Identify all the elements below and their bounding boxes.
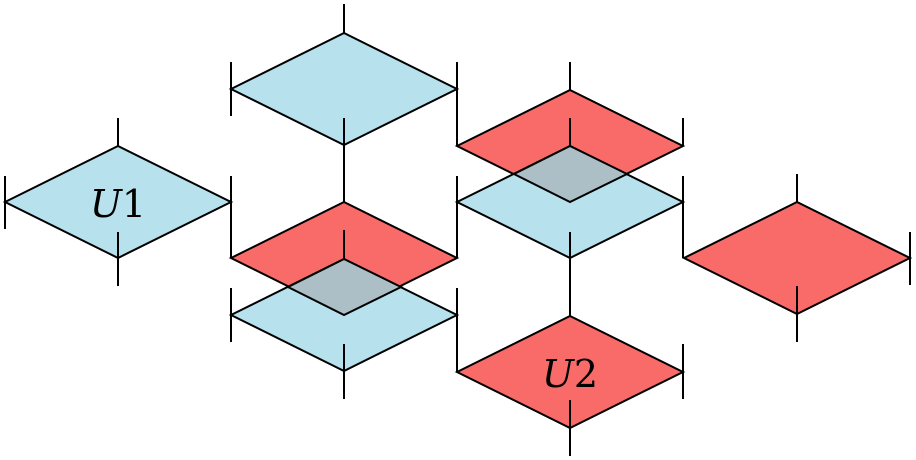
label-u1: U1 [90, 182, 146, 226]
label-u2-number: 2 [574, 352, 598, 396]
overlap-tile-center [285, 257, 404, 317]
label-u2-letter: U [542, 352, 576, 396]
overlap-tile-right [511, 144, 630, 204]
label-u1-number: 1 [122, 182, 146, 226]
connector-lines [4, 4, 911, 456]
label-u2: U2 [542, 352, 598, 396]
label-u1-letter: U [90, 182, 124, 226]
